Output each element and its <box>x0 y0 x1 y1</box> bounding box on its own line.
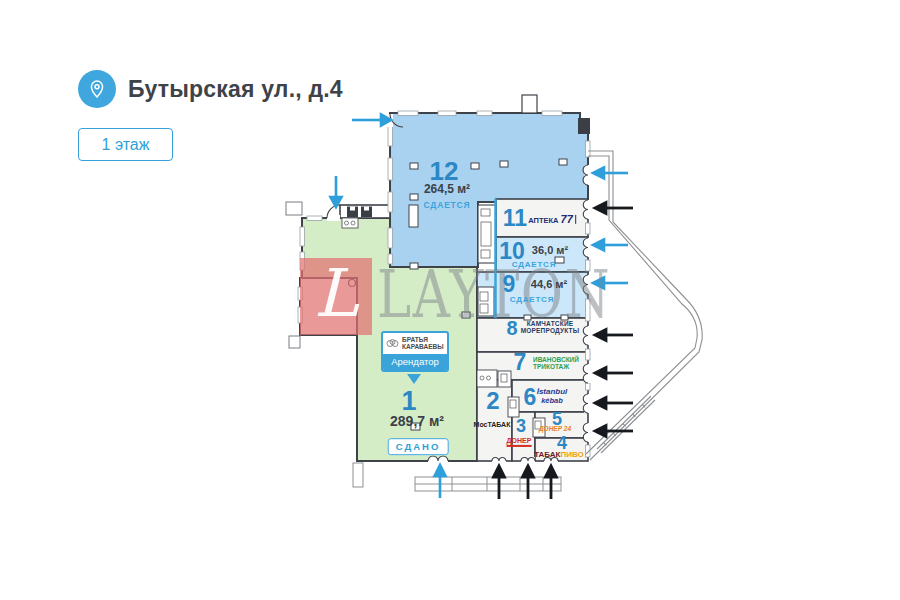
unit-8-brand: КАМЧАТСКИЕМОРЕПРОДУКТЫ <box>521 320 580 334</box>
layton-logo-watermark: L <box>300 258 372 335</box>
tenant-logo-icon <box>386 338 399 349</box>
tenant-badge[interactable]: БРАТЬЯКАРАВАЕВЫ Арендатор <box>381 331 449 372</box>
wall-stub <box>289 336 300 348</box>
location-pin-icon <box>78 70 116 108</box>
unit-5-brand: ДОНЕР 24 <box>539 425 571 432</box>
unit-2-number: 2 <box>486 388 499 414</box>
unit-12-status: СДАЕТСЯ <box>424 201 471 210</box>
wall-notch <box>522 95 537 113</box>
unit-1-status: СДАНО <box>388 436 449 454</box>
tenant-name: БРАТЬЯКАРАВАЕВЫ <box>402 336 444 351</box>
unit-9-status: СДАЕТСЯ <box>510 296 555 305</box>
unit-10-status: СДАЕТСЯ <box>512 260 557 269</box>
unit-11-number: 11 <box>503 206 527 231</box>
wall-block <box>578 118 590 134</box>
unit-12-area: 264,5 м² <box>424 183 470 196</box>
unit-3-brand: ДОНЕР <box>507 437 532 447</box>
unit-9-area: 44,6 м² <box>531 278 567 290</box>
door-gap <box>327 215 340 221</box>
tenant-role: Арендатор <box>383 354 447 370</box>
unit-11-brand: АПТЕКА 77 <box>528 213 576 225</box>
unit-8-number: 8 <box>506 317 517 339</box>
unit-7-number: 7 <box>514 350 527 375</box>
unit-7-brand: ИВАНОВСКИЙТРИКОТАЖ <box>533 356 579 370</box>
bay-window <box>286 202 302 215</box>
unit-1-area: 289,7 м² <box>390 414 444 429</box>
unit-4-brand: ТАБАКПИВО <box>534 451 584 460</box>
unit-12-number: 12 <box>430 157 459 186</box>
fixture <box>481 209 490 216</box>
unit-10-area: 36,0 м² <box>532 244 568 256</box>
unit-2-brand: МосТАБАК <box>474 421 511 429</box>
unit-6-number: 6 <box>524 385 537 410</box>
fixture <box>481 222 491 246</box>
page-title: Бутырская ул., д.4 <box>128 76 343 103</box>
layton-brand-watermark: LAYTON <box>377 262 611 328</box>
tenant-badge-pointer <box>407 374 421 384</box>
unit-3-number: 3 <box>516 417 526 437</box>
unit-6-brand: İstanbulkébab <box>537 388 568 405</box>
floor-selector-button[interactable]: 1 этаж <box>78 128 173 161</box>
